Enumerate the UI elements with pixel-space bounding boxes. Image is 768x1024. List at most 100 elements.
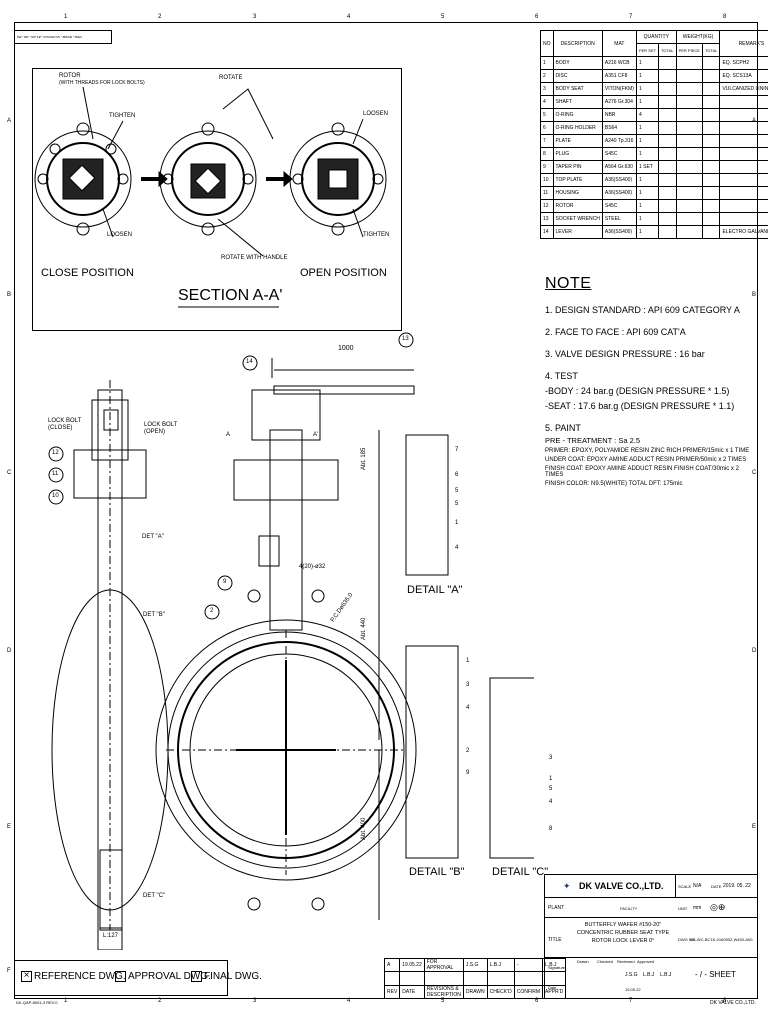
sub-per-piece: PER PIECE bbox=[675, 43, 703, 57]
part-material: A564 Gr.630 bbox=[601, 160, 637, 174]
rev-approved: L.B.J bbox=[542, 958, 567, 972]
sig-approved-value: L.B.J bbox=[660, 972, 672, 978]
part-remark bbox=[719, 147, 768, 161]
final-checkbox[interactable] bbox=[191, 971, 202, 982]
part-no: 14 bbox=[540, 225, 554, 239]
part-qty-per-set: 1 bbox=[635, 186, 660, 200]
rev-header-drawn: DRAWN bbox=[462, 985, 488, 999]
balloon-12: 12 bbox=[52, 450, 59, 456]
drawing-sheet bbox=[14, 22, 758, 999]
detail-a-label: DETAIL "A" bbox=[407, 584, 463, 596]
rev-header-rev: REV bbox=[383, 985, 401, 999]
part-material: A351 CF8 bbox=[601, 69, 637, 83]
notes-title: NOTE bbox=[545, 275, 592, 292]
part-qty-total bbox=[658, 225, 677, 239]
sig-date-value: 19.05.22 bbox=[625, 987, 641, 992]
part-qty-per-set: 1 bbox=[635, 199, 660, 213]
part-weight-total bbox=[701, 56, 721, 70]
approval-checkbox[interactable] bbox=[115, 971, 126, 982]
part-weight-per-piece bbox=[675, 173, 703, 187]
part-description: TOP PLATE bbox=[552, 173, 603, 187]
tighten-label-1: TIGHTEN bbox=[109, 113, 136, 119]
part-no: 1 bbox=[540, 56, 554, 70]
sub-per-set: PER SET bbox=[635, 43, 660, 57]
detail-b-label: DETAIL "B" bbox=[409, 866, 465, 878]
unit-label: UNIT bbox=[678, 906, 688, 911]
part-description: PLUG bbox=[552, 147, 603, 161]
close-position-label: CLOSE POSITION bbox=[41, 267, 134, 279]
col-quantity: QUANTITY bbox=[635, 30, 677, 44]
part-description: BODY bbox=[552, 56, 603, 70]
part-qty-total bbox=[658, 173, 677, 187]
part-weight-total bbox=[701, 199, 721, 213]
part-no: 6 bbox=[540, 121, 554, 135]
detail-c-label: DETAIL "C" bbox=[492, 866, 549, 878]
section-cut-a-prime: A' bbox=[313, 432, 319, 438]
zone-col-1: 1 bbox=[64, 14, 68, 20]
zone-col-3-bottom: 3 bbox=[253, 998, 257, 1004]
detail-b-balloon-9: 9 bbox=[466, 770, 470, 776]
part-qty-total bbox=[658, 212, 677, 226]
part-qty-per-set: 1 bbox=[635, 95, 660, 109]
valve-main-drawing bbox=[48, 332, 534, 950]
zone-col-6: 6 bbox=[535, 14, 539, 20]
title-text: BUTTERFLY WAFER #150-20" CONCENTRIC RUBB… bbox=[573, 921, 673, 945]
part-remark bbox=[719, 212, 768, 226]
part-no: 2 bbox=[540, 69, 554, 83]
title-block: ✦ DK VALVE CO.,LTD. SCALE N/A DATE 2019.… bbox=[544, 874, 758, 999]
approval-label: APPROVAL DWG. bbox=[128, 971, 211, 983]
part-qty-total bbox=[658, 186, 677, 200]
drawing-type-box: ×REFERENCE DWG. APPROVAL DWG. FINAL DWG. bbox=[14, 960, 262, 996]
balloon-11: 11 bbox=[52, 471, 59, 477]
part-weight-per-piece bbox=[675, 186, 703, 200]
scale-label: SCALE bbox=[678, 884, 692, 889]
detail-a-balloon-1: 1 bbox=[455, 520, 459, 526]
part-material: VITON(FKM) bbox=[601, 82, 637, 96]
part-description: PLATE bbox=[552, 134, 603, 148]
reference-checkbox[interactable]: × bbox=[21, 971, 32, 982]
company-name: DK VALVE CO.,LTD. bbox=[579, 881, 664, 891]
part-qty-per-set: 4 bbox=[635, 108, 660, 122]
notes-list: 1. DESIGN STANDARD : API 609 CATEGORY A … bbox=[545, 305, 757, 487]
bottom-dimension: L:127 bbox=[103, 933, 119, 939]
rev-confirm: - bbox=[513, 958, 544, 972]
dim-440: Abt. 440 bbox=[361, 617, 367, 640]
part-weight-per-piece bbox=[675, 212, 703, 226]
part-qty-per-set: 1 bbox=[635, 56, 660, 70]
drawing-type-reference[interactable]: ×REFERENCE DWG. bbox=[21, 971, 126, 982]
parts-subheader-row: PER SET TOTAL PER PIECE TOTAL bbox=[541, 43, 768, 57]
zone-row-c-right: C bbox=[752, 470, 757, 476]
drawing-type-approval[interactable]: APPROVAL DWG. bbox=[115, 971, 211, 982]
drawing-type-final[interactable]: FINAL DWG. bbox=[191, 971, 262, 982]
part-weight-per-piece bbox=[675, 199, 703, 213]
zone-col-2-bottom: 2 bbox=[158, 998, 162, 1004]
part-remark bbox=[719, 95, 768, 109]
zone-row-e-right: E bbox=[752, 824, 757, 830]
part-qty-per-set: 1 bbox=[635, 82, 660, 96]
dwg-no-label: DWG NO. bbox=[678, 937, 696, 942]
part-description: LEVER bbox=[552, 225, 603, 239]
scale-value: N/A bbox=[693, 883, 702, 889]
lock-bolt-open-sub: (OPEN) bbox=[144, 429, 165, 435]
revision-empty-row bbox=[383, 971, 567, 986]
part-weight-total bbox=[701, 95, 721, 109]
part-weight-per-piece bbox=[675, 160, 703, 174]
paint-line-4: FINISH COAT: EPOXY AMINE ADDUCT RESIN FI… bbox=[545, 466, 739, 478]
part-material: STEEL bbox=[601, 212, 637, 226]
footer-form-number: DK-QAP-8001-3 REV.0 bbox=[16, 1000, 58, 1005]
rotate-label: ROTATE bbox=[219, 75, 243, 81]
drawing-id-box: DK-WC-BC1K-0160532-W400-A00 bbox=[14, 30, 112, 44]
sig-drawn-label: Drawn bbox=[577, 959, 589, 964]
part-no: 4 bbox=[540, 95, 554, 109]
part-qty-total bbox=[658, 160, 677, 174]
final-label: FINAL DWG. bbox=[204, 971, 262, 983]
date-label: DATE bbox=[711, 884, 722, 889]
